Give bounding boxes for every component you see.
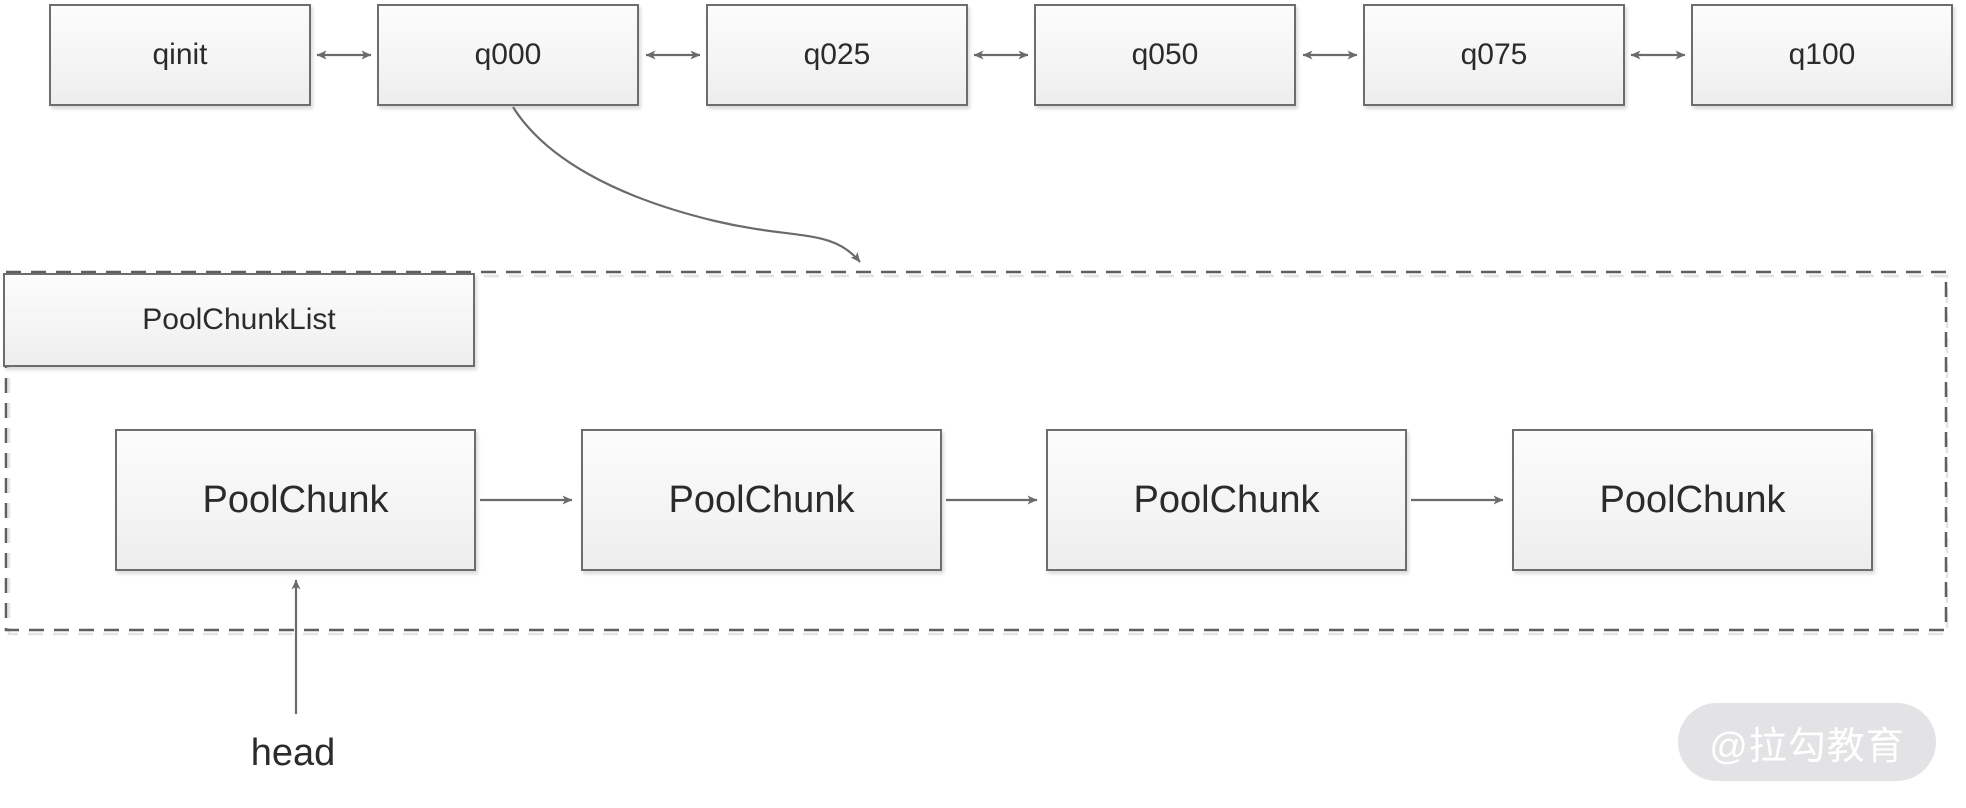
queue-node-q025: q025 [706,4,968,106]
queue-node-label: q075 [1460,38,1528,71]
pool-chunk-list-title-box: PoolChunkList [3,273,475,367]
queue-node-q050: q050 [1034,4,1296,106]
queue-node-label: q100 [1788,38,1856,71]
queue-node-qinit: qinit [49,4,311,106]
queue-node-label: q050 [1131,38,1199,71]
pool-chunk-label: PoolChunk [202,478,389,521]
pool-chunk-list-label: PoolChunkList [142,303,336,336]
queue-node-q000: q000 [377,4,639,106]
pool-chunk-label: PoolChunk [1599,478,1786,521]
q000-to-poolchunklist-arrow [512,106,861,263]
watermark-badge: @拉勾教育 [1678,703,1936,781]
queue-node-label: q025 [803,38,871,71]
head-pointer-label: head [250,732,336,774]
queue-node-q100: q100 [1691,4,1953,106]
pool-chunk-node-2: PoolChunk [581,429,942,571]
pool-chunk-node-1: PoolChunk [115,429,476,571]
pool-chunk-label: PoolChunk [668,478,855,521]
pool-chunk-label: PoolChunk [1133,478,1320,521]
pool-chunk-node-3: PoolChunk [1046,429,1407,571]
queue-node-label: qinit [152,38,208,71]
pool-chunk-node-4: PoolChunk [1512,429,1873,571]
queue-node-q075: q075 [1363,4,1625,106]
watermark-text: @拉勾教育 [1709,725,1905,768]
queue-node-label: q000 [474,38,542,71]
